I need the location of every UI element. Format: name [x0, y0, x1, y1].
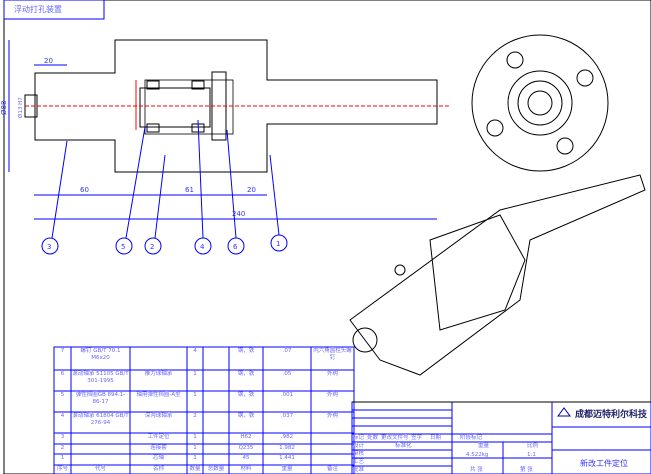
balloon-2: 2	[150, 243, 154, 251]
bom-header: 备注	[326, 466, 338, 472]
bom-header: 总数量	[207, 466, 225, 472]
bom-header: 代号	[94, 466, 106, 472]
title-block-label: 审核	[353, 451, 365, 457]
bom-cell-code: 滚动轴承 61804 GB/T 276-94	[72, 413, 129, 426]
title-block-label: 比例	[527, 443, 539, 449]
balloon-6: 6	[233, 243, 238, 251]
bom-cell-code: 滚动轴承 51105 GB/T 301-1995	[72, 371, 129, 384]
bom-header: 重量	[281, 466, 293, 472]
bom-header: 序号	[56, 466, 68, 472]
dim-bore: Ø13 H7	[17, 97, 24, 118]
bom-cell-mat: H62	[240, 434, 252, 440]
scale-value: 1:1	[527, 452, 536, 458]
bom-cell-no: 7	[60, 348, 65, 354]
title-block-label: 批准	[353, 467, 365, 473]
title-box	[3, 0, 105, 20]
title-block-label: 工艺	[353, 459, 365, 465]
dim-61: 61	[185, 186, 194, 194]
bom-cell-name	[130, 348, 187, 370]
bom-header: 材料	[240, 466, 252, 472]
title-block-label: 第 张	[520, 467, 533, 473]
bom-cell-note	[311, 455, 354, 465]
bom-cell-mat: 钢，铁	[237, 348, 255, 354]
isometric-view	[349, 174, 646, 376]
title-block-label: 阶段标记	[460, 435, 483, 441]
balloon-1: 1	[276, 240, 280, 248]
title-box-text: 浮动打孔装置	[14, 5, 62, 14]
title-block-label: 标准化	[395, 443, 412, 449]
bom-cell-qty: 1	[193, 371, 197, 377]
dim-240: 240	[232, 210, 245, 218]
bom-cell-note	[311, 445, 354, 454]
bom-cell-wt: .982	[280, 434, 294, 440]
bom-cell-qty: 2	[193, 413, 197, 419]
sheet-border	[3, 0, 651, 474]
title-block-label: 重量	[478, 443, 490, 449]
title-block-label: 签字	[411, 435, 423, 441]
bom-cell-note: 外购	[326, 371, 338, 377]
title-block	[351, 401, 651, 474]
bom-cell-no: 6	[60, 371, 65, 377]
end-view	[471, 34, 609, 172]
bom-cell-code: 螺钉 GB/T 70.1 M6x20	[80, 348, 121, 361]
bom-cell-mat: 钢，铁	[237, 392, 255, 398]
dim-20: 20	[247, 186, 256, 194]
bom-cell-no: 4	[60, 413, 65, 419]
bom-cell-wt: 1.982	[279, 445, 295, 451]
bom-cell-qty: 1	[193, 434, 197, 440]
bom-cell-wt: 1.441	[279, 455, 295, 461]
bom-cell-mat: 钢，铁	[237, 413, 255, 419]
bom-cell-wt: .037	[280, 413, 294, 419]
bom-cell-no: 1	[60, 455, 65, 461]
bom-cell-note	[311, 434, 354, 444]
bom-cell-note: 外购	[326, 392, 338, 398]
bom-cell-code	[71, 445, 130, 454]
bom-cell-mat: 钢，铁	[237, 371, 255, 377]
title-block-label: 更改文件号	[381, 435, 409, 441]
bom-cell-qty: 1	[193, 455, 197, 461]
bom-cell-note: 外购	[326, 413, 338, 419]
bom-cell-wt: .07	[282, 348, 292, 354]
weight-value: 4.522kg	[466, 452, 488, 458]
bom-cell-no: 3	[60, 434, 65, 440]
balloon-5: 5	[121, 243, 125, 251]
bom-cell-name: 工件定位	[147, 434, 170, 440]
drawing-name: 新改工件定位	[580, 458, 628, 468]
bom-cell-name: 深沟球轴承	[144, 413, 173, 419]
dim-20-top: 20	[44, 57, 53, 65]
balloon-4: 4	[200, 243, 205, 251]
bom-cell-qty: 1	[193, 392, 197, 398]
title-block-label: 设计	[353, 443, 365, 449]
title-block-label: 日期	[430, 435, 442, 441]
title-block-label: 共 张	[470, 467, 483, 473]
bom-cell-mat: Q235	[238, 445, 254, 451]
bom-cell-name: 芯轴	[152, 455, 164, 461]
bom-header: 名称	[152, 466, 164, 472]
bom-cell-name: 轴用弹性挡圈-A型	[136, 392, 181, 398]
company-name: 成都迈特利尔科技	[575, 408, 648, 420]
bom-cell-code	[71, 434, 130, 444]
dimension-lines	[8, 40, 437, 220]
bom-cell-qty: 1	[193, 445, 197, 451]
bom-cell-no: 5	[60, 392, 65, 398]
bom-cell-name: 连接套	[150, 445, 167, 451]
bom-header: 数量	[189, 466, 201, 472]
title-block-label: 处数	[367, 435, 379, 441]
bom-cell-note: 内六角圆柱头螺钉	[313, 348, 352, 361]
bom-cell-wt: .05	[282, 371, 292, 377]
balloons	[41, 119, 288, 255]
bom-cell-name: 推力球轴承	[144, 371, 173, 377]
section-view	[24, 39, 450, 173]
dim-60: 60	[80, 186, 89, 194]
dim-dia: Ø88	[0, 101, 8, 115]
bom-cell-wt: .001	[280, 392, 294, 398]
title-block-label: 标记	[353, 435, 365, 441]
bom-cell-no: 2	[60, 445, 65, 451]
bom-cell-qty: 4	[193, 348, 197, 354]
bom-cell-mat: 45	[242, 455, 250, 461]
bom-cell-code	[71, 455, 130, 465]
bom-cell-code: 弹性挡圈GB 894.1-86-17	[75, 392, 126, 405]
balloon-3: 3	[47, 243, 51, 251]
